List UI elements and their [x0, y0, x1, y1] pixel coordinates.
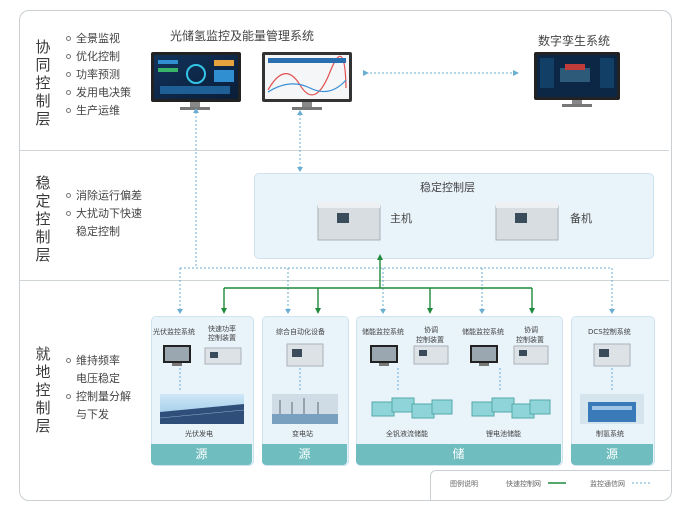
legend-fast-label: 快速控制网 [506, 480, 541, 488]
substation-auto-label: 综合自动化设备 [276, 328, 325, 336]
bullet-continuation: 与下发 [76, 408, 109, 421]
group-substation [262, 316, 349, 466]
layer-title-local: 就地控制层 [35, 345, 51, 435]
layer-divider [20, 280, 669, 281]
storage-monitor-label-2: 储能监控系统 [462, 328, 504, 336]
legend-monitor-label: 监控通信网 [590, 480, 625, 488]
bullet-item: 控制量分解 [66, 388, 131, 406]
monitor-network-lines [179, 112, 613, 390]
pv-monitor-pc [163, 345, 191, 366]
bullet-item: 维持频率 [66, 352, 131, 370]
layer-title-stability: 稳定控制层 [35, 174, 51, 264]
dcs-scene-label: 制氢系统 [596, 430, 624, 438]
group-storage [356, 316, 563, 466]
pv-footer: 源 [151, 444, 252, 465]
pv-fast-controller [204, 347, 242, 365]
storage-coord-controller-1 [413, 345, 449, 365]
substation-image [272, 394, 338, 424]
ems-monitor-dark [151, 52, 241, 110]
bullet-item: 大扰动下快速 [66, 205, 142, 223]
pv-monitor-label: 光伏监控系统 [153, 328, 195, 336]
bullet-item: 生产运维 [66, 102, 131, 120]
bullet-item: 发用电决策 [66, 84, 131, 102]
ems-monitor-light [262, 52, 352, 110]
pv-fast-label-2: 控制装置 [208, 334, 236, 342]
dcs-label: DCS控制系统 [588, 328, 631, 336]
twin-title: 数字孪生系统 [538, 34, 611, 48]
legend-box [430, 470, 670, 500]
substation-scene-label: 变电站 [292, 430, 313, 438]
system-title: 光储氢监控及能量管理系统 [170, 29, 315, 43]
backup-controller [495, 202, 559, 241]
substation-automation-device [286, 343, 324, 367]
fast-network-lines [223, 258, 533, 312]
substation-footer: 源 [262, 444, 347, 465]
pv-scene-label: 光伏发电 [185, 430, 213, 438]
pv-fast-label-1: 快速功率 [208, 325, 236, 333]
dcs-device [593, 343, 631, 367]
fast-network-arrows [221, 254, 535, 314]
stable-panel-title: 稳定控制层 [420, 181, 475, 194]
backup-label: 备机 [570, 212, 592, 225]
storage-coord-label-1b: 控制装置 [416, 336, 444, 344]
bullet-item: 消除运行偏差 [66, 187, 142, 205]
bullet-continuation: 稳定控制 [76, 225, 120, 238]
storage-footer: 储 [356, 444, 561, 465]
vanadium-battery-image [371, 397, 453, 419]
local-bullets: 维持频率 电压稳定 控制量分解 与下发 [66, 352, 131, 424]
dcs-footer: 源 [571, 444, 653, 465]
legend-title: 图例说明 [450, 480, 478, 488]
bullet-continuation: 电压稳定 [76, 372, 120, 385]
layer-title-coordination: 协同控制层 [35, 38, 51, 128]
storage-monitor-pc-1 [370, 345, 398, 366]
host-label: 主机 [390, 212, 412, 225]
storage-coord-label-2a: 协调 [524, 326, 538, 334]
monitor-network-arrows [177, 108, 615, 314]
bullet-item: 优化控制 [66, 48, 131, 66]
storage-scene-label-2: 锂电池储能 [486, 430, 521, 438]
lithium-battery-image [471, 397, 551, 419]
storage-coord-label-2b: 控制装置 [516, 336, 544, 344]
digital-twin-monitor [534, 52, 620, 107]
storage-coord-label-1a: 协调 [424, 326, 438, 334]
hydrogen-plant-image [580, 394, 644, 424]
stability-bullets: 消除运行偏差 大扰动下快速 稳定控制 [66, 187, 142, 241]
storage-monitor-label-1: 储能监控系统 [362, 328, 404, 336]
host-controller [317, 202, 381, 241]
group-pv [151, 316, 254, 466]
storage-coord-controller-2 [513, 345, 549, 365]
storage-monitor-pc-2 [470, 345, 498, 366]
pv-solar-image [159, 394, 245, 424]
storage-scene-label-1: 全钒液流储能 [386, 430, 428, 438]
layer-divider [20, 150, 669, 151]
coordination-bullets: 全景监视 优化控制 功率预测 发用电决策 生产运维 [66, 30, 131, 120]
bullet-item: 全景监视 [66, 30, 131, 48]
group-dcs [571, 316, 655, 466]
bullet-item: 功率预测 [66, 66, 131, 84]
